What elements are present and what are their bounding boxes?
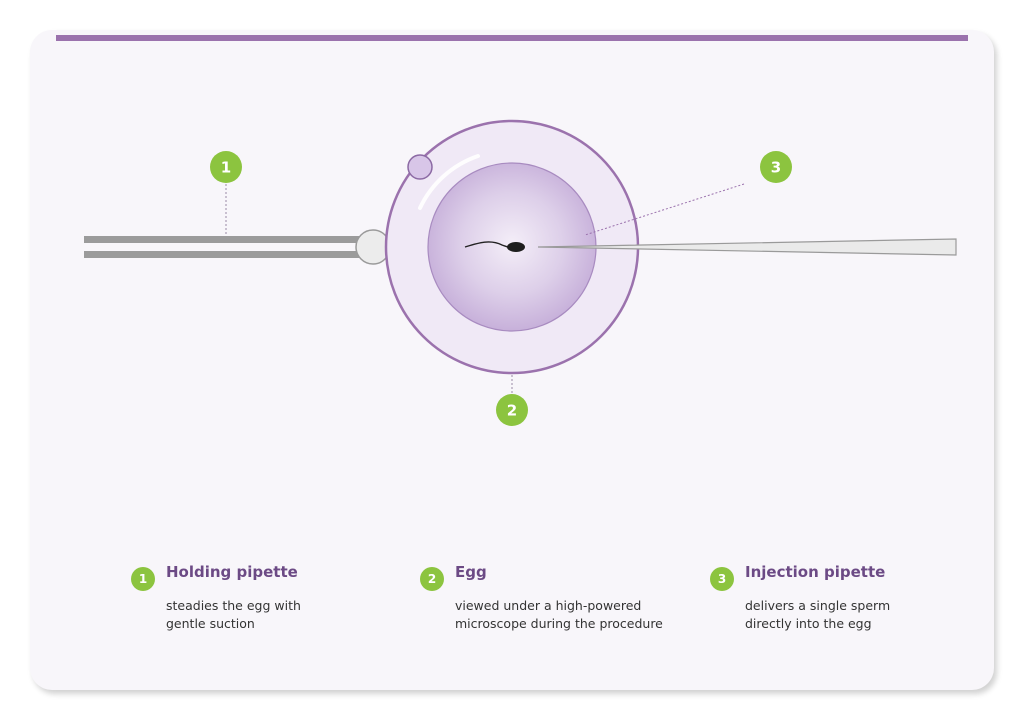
legend-desc-line: delivers a single sperm [745, 598, 891, 613]
legend-description: delivers a single sperm directly into th… [745, 597, 985, 633]
polar-body-icon [407, 154, 433, 180]
legend-title: Injection pipette [745, 563, 886, 581]
legend-desc-line: gentle suction [166, 616, 255, 631]
legend-desc-line: microscope during the procedure [455, 616, 663, 631]
legend-title: Holding pipette [166, 563, 298, 581]
legend-desc-line: steadies the egg with [166, 598, 301, 613]
sperm-icon [464, 241, 525, 252]
svg-text:2: 2 [507, 402, 517, 420]
callout-badge-3: 3 [760, 151, 792, 183]
legend-title: Egg [455, 563, 487, 581]
legend-badge: 3 [710, 567, 734, 591]
holding-pipette-icon [84, 229, 391, 265]
accent-bar [56, 35, 968, 41]
legend-description: steadies the egg with gentle suction [166, 597, 406, 633]
injection-pipette-icon [537, 238, 957, 256]
legend-badge: 1 [131, 567, 155, 591]
legend-description: viewed under a high-powered microscope d… [455, 597, 695, 633]
legend-badge: 2 [420, 567, 444, 591]
svg-text:1: 1 [221, 159, 231, 177]
legend-desc-line: directly into the egg [745, 616, 872, 631]
legend-desc-line: viewed under a high-powered [455, 598, 642, 613]
callout-badge-1: 1 [210, 151, 242, 183]
svg-text:3: 3 [771, 159, 781, 177]
callout-badge-2: 2 [496, 394, 528, 426]
